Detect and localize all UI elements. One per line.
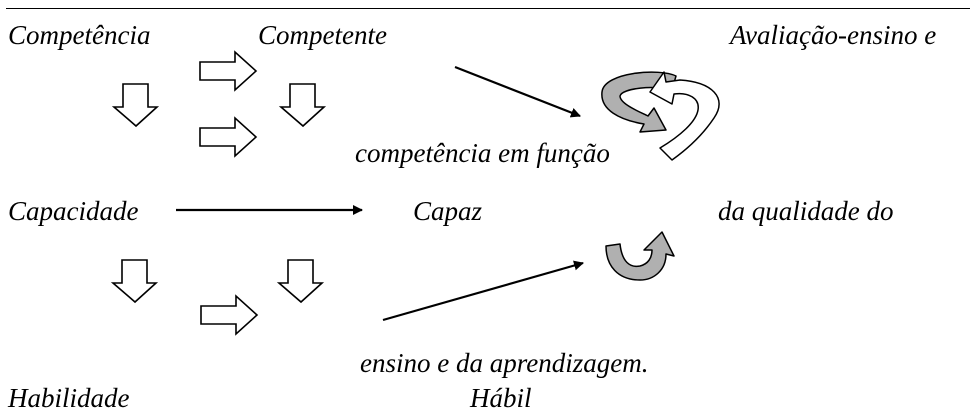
hollow-down-arrow-icon — [111, 83, 160, 128]
label-capacidade: Capacidade — [8, 196, 139, 226]
line-arrow-icon — [454, 65, 581, 118]
circular-cycle-arrow-icon — [601, 71, 720, 161]
label-habilidade: Habilidade — [8, 383, 130, 413]
hollow-down-arrow-icon — [276, 259, 325, 304]
label-avaliacao-ensino: Avaliação-ensino e — [730, 20, 937, 50]
label-capaz: Capaz — [413, 196, 483, 226]
label-ensino-e-aprendizagem: ensino e da aprendizagem. — [360, 348, 649, 378]
label-competencia-em-funcao: competência em função — [355, 138, 610, 168]
top-rule — [6, 8, 970, 9]
hollow-right-arrow-icon — [199, 116, 258, 158]
hollow-down-arrow-icon — [278, 83, 327, 128]
line-arrow-icon — [382, 260, 584, 322]
label-competencia: Competência — [8, 20, 151, 50]
hollow-right-arrow-icon — [200, 294, 259, 336]
label-competente: Competente — [258, 20, 387, 50]
u-turn-arrow-icon — [605, 231, 675, 281]
label-da-qualidade-do: da qualidade do — [718, 196, 894, 226]
hollow-down-arrow-icon — [110, 259, 159, 304]
hollow-right-arrow-icon — [199, 50, 258, 92]
label-habil: Hábil — [470, 383, 532, 413]
